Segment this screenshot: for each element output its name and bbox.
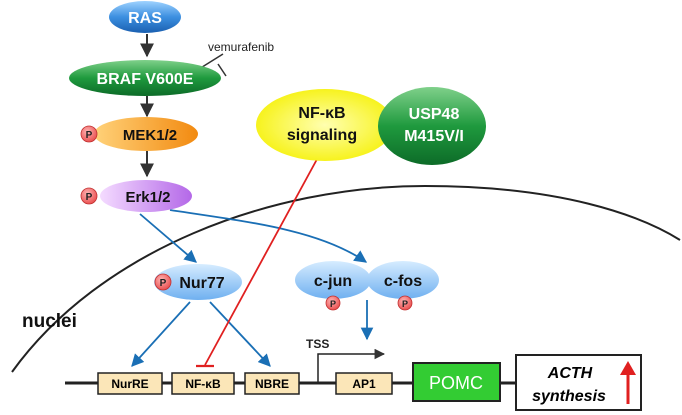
nfkb-signaling-line2: signaling <box>287 127 357 144</box>
acth-label: ACTH <box>547 365 593 382</box>
erk-phospho-badge <box>80 187 98 205</box>
nfkb-inhibition-line <box>204 149 323 366</box>
nur77-node <box>154 264 242 300</box>
cjun-label: c-jun <box>314 273 352 290</box>
cfos-phospho-label: P <box>402 299 408 309</box>
nur77-phospho-label: P <box>160 278 167 289</box>
tss-arrow <box>317 348 386 383</box>
nfkb-element-box <box>171 372 235 395</box>
braf-node <box>69 60 221 96</box>
cjun-phospho-badge <box>325 295 341 311</box>
erk-to-cjun-cfos-arrow <box>169 209 368 263</box>
nur77-to-nurre-arrow <box>131 301 191 367</box>
nfkb-element-label: NF-κB <box>185 377 221 391</box>
braf-label: BRAF V600E <box>97 71 194 88</box>
mek-phospho-badge <box>80 125 98 143</box>
vemurafenib-label: vemurafenib <box>208 40 274 54</box>
pomc-label: POMC <box>429 373 483 393</box>
cfos-phospho-badge <box>397 295 413 311</box>
nfkb-signaling-line1: NF-κB <box>298 105 345 122</box>
mek-phospho-label: P <box>86 130 93 141</box>
cjun-phospho-label: P <box>330 299 336 309</box>
vemurafenib-inhibition-bar <box>217 63 227 77</box>
nfkb-signaling-node <box>256 89 394 161</box>
erk-node <box>100 180 192 212</box>
ap1-box <box>335 372 393 395</box>
ras-label: RAS <box>128 10 162 27</box>
pomc-gene-box <box>412 362 501 402</box>
nuclei-label: nuclei <box>22 311 77 332</box>
up-arrow-icon <box>620 361 636 375</box>
nuclear-membrane <box>11 184 681 373</box>
cjun-node <box>295 261 371 299</box>
ap1-label: AP1 <box>352 377 376 391</box>
cfos-label: c-fos <box>384 273 422 290</box>
mek-node <box>94 117 198 151</box>
usp48-line1: USP48 <box>409 106 460 123</box>
acth-synthesis-label: synthesis <box>532 388 606 405</box>
usp48-line2: M415V/I <box>404 128 464 145</box>
usp48-node <box>378 87 486 165</box>
ras-node <box>109 1 181 33</box>
nurre-box <box>97 372 163 395</box>
mek-label: MEK1/2 <box>123 127 177 144</box>
erk-phospho-label: P <box>86 192 93 203</box>
acth-synthesis-box <box>515 354 642 411</box>
cfos-node <box>367 261 439 299</box>
nur77-to-nbre-arrow <box>209 301 271 367</box>
tss-label: TSS <box>306 337 329 351</box>
erk-to-nur77-arrow <box>139 213 197 263</box>
erk-label: Erk1/2 <box>125 189 170 206</box>
nur77-phospho-badge <box>154 273 172 291</box>
nur77-label: Nur77 <box>179 275 224 292</box>
nbre-label: NBRE <box>255 377 289 391</box>
nurre-label: NurRE <box>111 377 148 391</box>
nbre-box <box>244 372 300 395</box>
